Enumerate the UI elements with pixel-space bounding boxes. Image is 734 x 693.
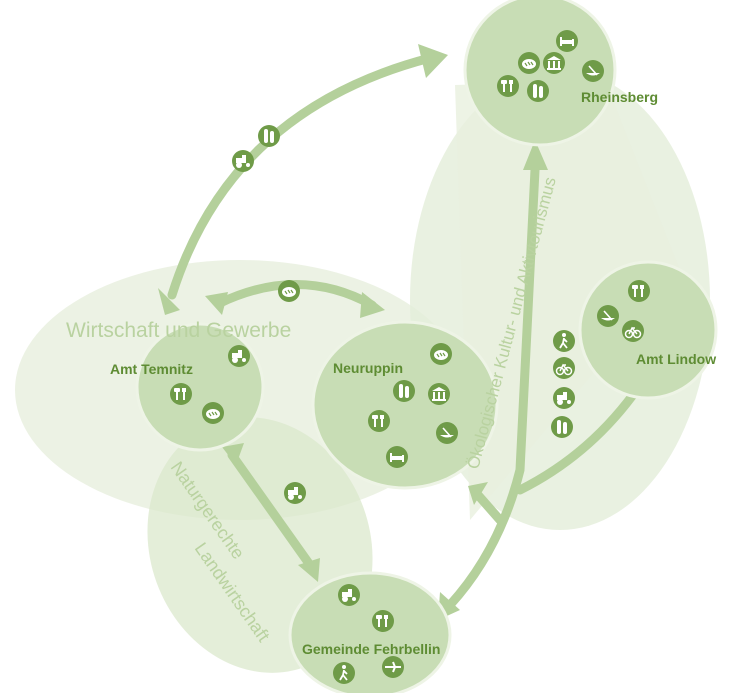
tractor-icon	[228, 345, 250, 367]
zones	[15, 70, 710, 673]
tractor-icon	[553, 387, 575, 409]
bread-icon	[430, 343, 452, 365]
tractor-icon	[338, 584, 360, 606]
arrowhead-temnitz-3	[222, 443, 244, 465]
arrowhead-rheinsberg	[418, 44, 448, 78]
arrow-tourism-trunk	[445, 165, 540, 610]
label-fehrbellin: Gemeinde Fehrbellin	[302, 641, 440, 657]
label-lindow: Amt Lindow	[636, 351, 716, 367]
arrow-temnitz-rheinsberg	[167, 53, 435, 300]
museum-icon	[428, 383, 450, 405]
icons	[170, 30, 650, 684]
arrowhead-temnitz-1	[158, 288, 180, 315]
cutlery-icon	[368, 410, 390, 432]
hiker-icon	[333, 662, 355, 684]
canoe-icon	[582, 60, 604, 82]
canoe-icon	[436, 422, 458, 444]
rheinsberg-icons	[497, 30, 604, 102]
cutlery-icon	[628, 280, 650, 302]
cutlery-icon	[170, 383, 192, 405]
arrowhead-trunk-top	[523, 140, 548, 170]
neuruppin-icons	[368, 343, 458, 468]
label-temnitz: Amt Temnitz	[110, 361, 193, 377]
jar-icon	[527, 80, 549, 102]
arrowhead-neuruppin-2	[468, 482, 488, 505]
arrow-tourism-neuruppin	[473, 490, 505, 525]
node-rheinsberg	[463, 0, 617, 147]
plane-icon	[382, 656, 404, 678]
zone-label-wirtschaft: Wirtschaft und Gewerbe	[66, 319, 291, 342]
jar-icon	[393, 380, 415, 402]
jar-icon	[551, 416, 573, 438]
tractor-icon	[284, 482, 306, 504]
bread-icon	[278, 280, 300, 302]
bicycle-icon	[622, 320, 644, 342]
node-lindow	[578, 260, 718, 400]
tractor-icon	[232, 150, 254, 172]
museum-icon	[543, 52, 565, 74]
arrow-temnitz-fehrbellin	[227, 450, 315, 570]
node-neuruppin	[311, 320, 499, 490]
bicycle-icon	[553, 357, 575, 379]
arrow-temnitz-neuruppin	[215, 280, 377, 310]
cutlery-icon	[497, 75, 519, 97]
bed-icon	[386, 446, 408, 468]
arrowhead-neuruppin	[360, 292, 385, 318]
lindow-icons	[597, 280, 650, 342]
node-fehrbellin	[288, 571, 452, 693]
hiker-icon	[553, 330, 575, 352]
bed-icon	[556, 30, 578, 52]
nodes	[135, 0, 718, 693]
canoe-icon	[597, 305, 619, 327]
label-rheinsberg: Rheinsberg	[581, 89, 658, 105]
zone-rheinsberg-beam	[455, 80, 680, 520]
arrowhead-temnitz-2	[205, 292, 228, 315]
fehrbellin-icons	[333, 584, 404, 684]
jar-icon	[258, 125, 280, 147]
bread-icon	[202, 402, 224, 424]
label-neuruppin: Neuruppin	[333, 360, 403, 376]
arrow-icons	[232, 125, 575, 504]
bread-icon	[518, 52, 540, 74]
temnitz-icons	[170, 345, 250, 424]
cutlery-icon	[372, 610, 394, 632]
arrowhead-fehrbellin-1	[298, 558, 320, 582]
node-temnitz	[135, 322, 265, 452]
